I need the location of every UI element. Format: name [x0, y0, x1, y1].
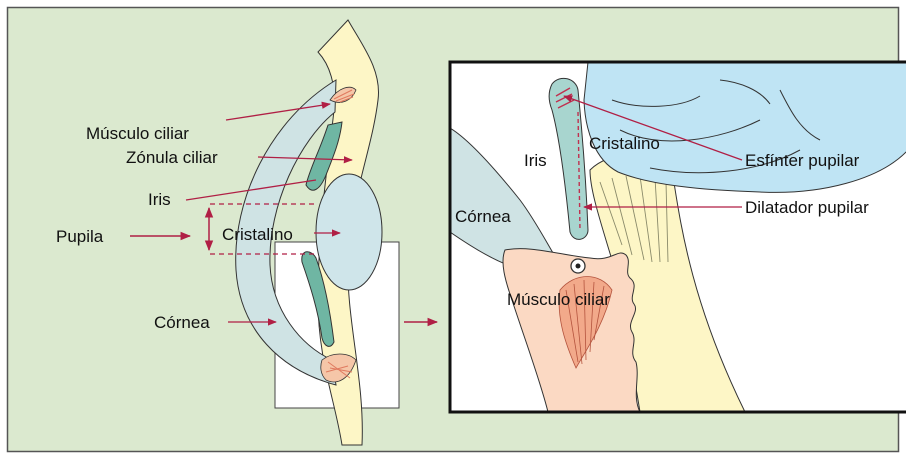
zoom-panel	[450, 62, 906, 412]
label-iris-zoom: Iris	[524, 151, 547, 170]
label-cristalino-left: Cristalino	[222, 225, 293, 244]
label-cornea-left: Córnea	[154, 313, 210, 332]
label-cristalino-zoom: Cristalino	[589, 134, 660, 153]
label-pupila: Pupila	[56, 227, 104, 246]
label-esfinter-pupilar: Esfínter pupilar	[745, 151, 860, 170]
lens	[316, 174, 382, 290]
label-musculo-ciliar-left: Músculo ciliar	[86, 124, 189, 143]
label-zonula-ciliar: Zónula ciliar	[126, 148, 218, 167]
label-dilatador-pupilar: Dilatador pupilar	[745, 198, 869, 217]
label-cornea-zoom: Córnea	[455, 207, 511, 226]
label-musculo-ciliar-zoom: Músculo ciliar	[507, 290, 610, 309]
label-iris-left: Iris	[148, 190, 171, 209]
